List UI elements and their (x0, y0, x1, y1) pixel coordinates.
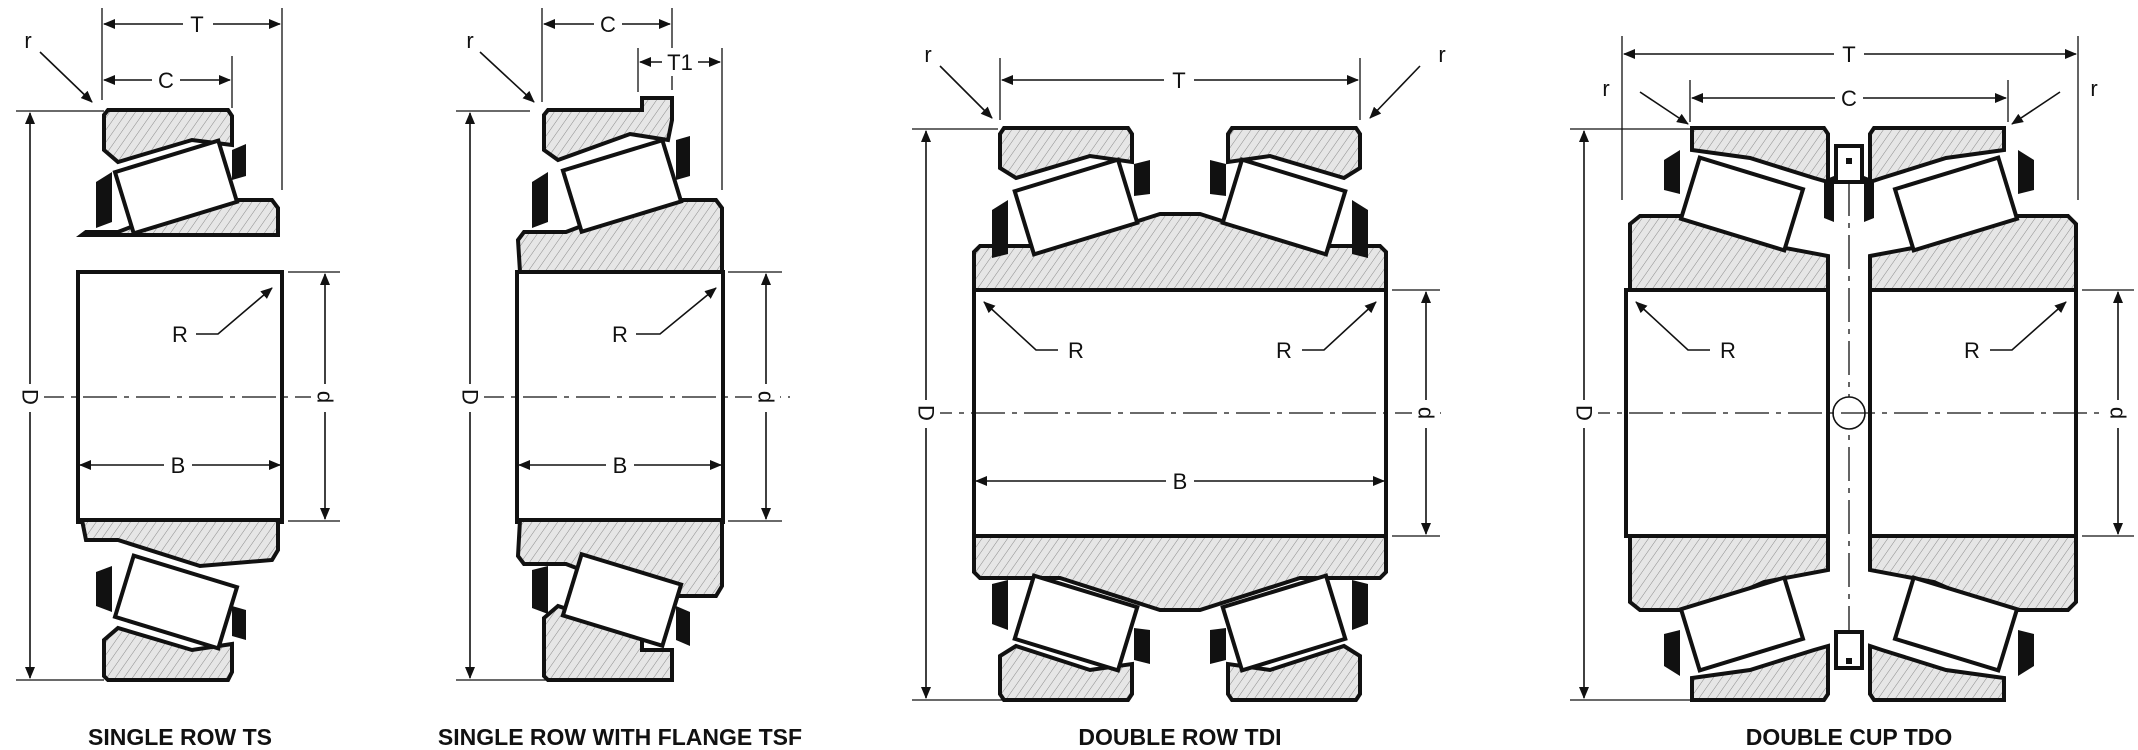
tdo-label-big-r-left: R (1720, 338, 1736, 363)
tdo-leader-r-left (1639, 91, 1689, 125)
tdi-label-big-r-left: R (1068, 338, 1084, 363)
ts-label-d-outer: D (18, 389, 43, 405)
ts-label-t: T (190, 12, 203, 37)
tsf-label-c: C (600, 12, 616, 37)
tdo-cups-bottom (1628, 534, 2078, 702)
tsf-leader-big-r (636, 287, 717, 335)
ts-leader-big-r (196, 287, 273, 335)
tdi-cups-bottom (972, 534, 1388, 702)
tdo-label-r-right: r (2090, 76, 2097, 101)
tdi-label-r-left: r (924, 42, 931, 67)
tsf-bearing-top (515, 96, 724, 274)
ts-label-c: C (158, 68, 174, 93)
tdi-label-d-outer: D (914, 405, 939, 421)
tdi-label-r-right: r (1438, 42, 1445, 67)
tdo-leader-big-r-left (1635, 301, 1710, 351)
tdi-leader-big-r-right (1302, 301, 1377, 351)
ts-bearing-bottom (79, 518, 280, 682)
diagram-single-row-flange-tsf: C T1 r D d B R SINGLE ROW WITH FLANGE TS… (438, 8, 802, 750)
tdo-label-big-r-right: R (1964, 338, 1980, 363)
tsf-label-big-r: R (612, 322, 628, 347)
caption-single-row-flange-tsf: SINGLE ROW WITH FLANGE TSF (438, 724, 802, 750)
ts-label-d-bore: d (313, 391, 338, 403)
caption-double-row-tdi: DOUBLE ROW TDI (1078, 724, 1281, 750)
ts-label-b: B (171, 453, 186, 478)
tdi-label-d-bore: d (1414, 407, 1439, 419)
tsf-label-d-outer: D (458, 389, 483, 405)
tdo-leader-big-r-right (1990, 301, 2067, 351)
diagram-single-row-ts: T C r D d B R SINGLE ROW TS (16, 8, 340, 750)
tdo-label-c: C (1841, 86, 1857, 111)
ts-bearing-top (76, 108, 280, 237)
caption-single-row-ts: SINGLE ROW TS (88, 724, 272, 750)
tdi-cups-top (972, 126, 1388, 292)
tdi-leader-big-r-left (983, 301, 1058, 351)
tdo-label-r-left: r (1602, 76, 1609, 101)
tdi-label-big-r-right: R (1276, 338, 1292, 363)
tdo-leader-r-right (2011, 91, 2061, 125)
ts-label-big-r: R (172, 322, 188, 347)
tsf-bearing-bottom (515, 518, 724, 682)
tsf-label-t1: T1 (667, 50, 693, 75)
tdo-label-t: T (1842, 42, 1855, 67)
tsf-leader-r (479, 51, 535, 103)
ts-leader-r (39, 51, 93, 103)
tdi-label-t: T (1172, 68, 1185, 93)
tsf-label-r: r (466, 28, 473, 53)
tdi-label-b: B (1173, 469, 1188, 494)
tdi-leader-r-left (939, 65, 993, 119)
tsf-label-d-bore: d (754, 391, 779, 403)
tdo-label-d-bore: d (2106, 407, 2131, 419)
diagram-double-cup-tdo: T C r r D d R R DOUBLE CUP TDO (1570, 36, 2134, 750)
tsf-label-b: B (613, 453, 628, 478)
ts-label-r: r (24, 28, 31, 53)
caption-double-cup-tdo: DOUBLE CUP TDO (1746, 724, 1953, 750)
tdo-cups-top (1628, 126, 2078, 292)
tdi-leader-r-right (1369, 65, 1421, 119)
diagram-double-row-tdi: T r r D d B R R DOUBLE ROW TDI (912, 42, 1446, 750)
tdo-label-d-outer: D (1572, 405, 1597, 421)
